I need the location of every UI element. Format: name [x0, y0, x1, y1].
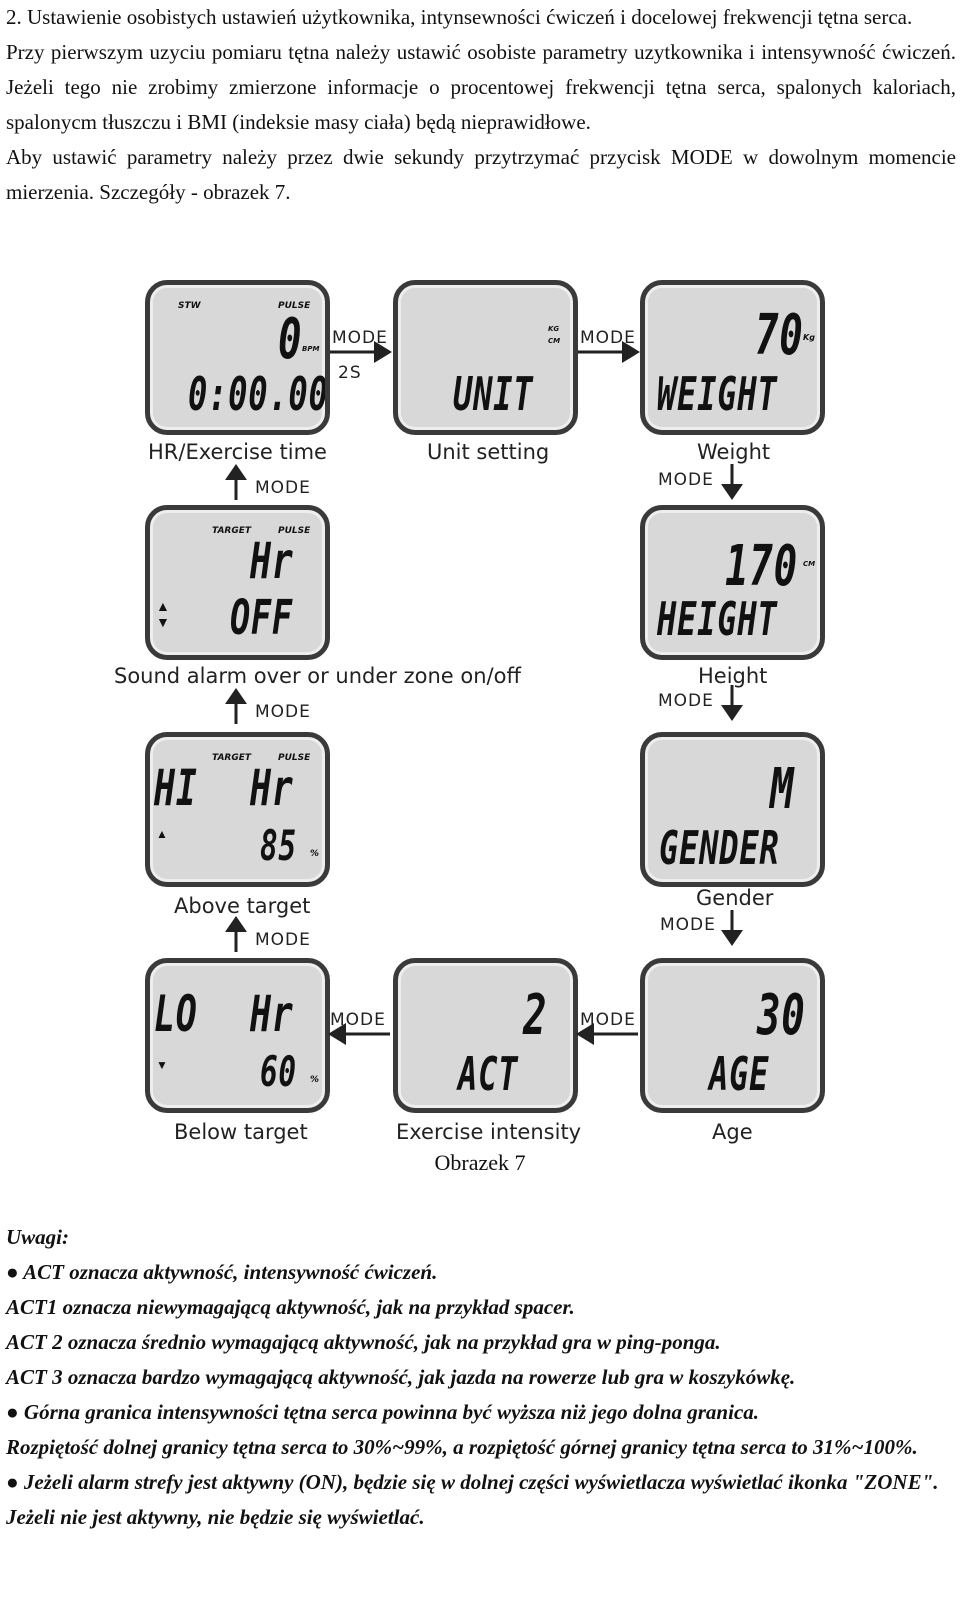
arrow-right-icon — [330, 341, 392, 363]
intro-paragraph-1: 2. Ustawienie osobistych ustawień użytko… — [6, 5, 913, 29]
arrow-down-icon — [721, 685, 743, 721]
lo-text: LO — [154, 985, 198, 1043]
lcd-screen-gender: M GENDER — [640, 732, 825, 887]
mode-label: MODE — [658, 691, 714, 711]
gender-text: GENDER — [659, 821, 780, 875]
intro-text: 2. Ustawienie osobistych ustawień użytko… — [6, 0, 956, 210]
lcd-screen-age: 30 AGE — [640, 958, 825, 1113]
weight-value: 70 — [755, 303, 804, 368]
intro-paragraph-3: Aby ustawić parametry należy przez dwie … — [6, 145, 956, 204]
weight-text: WEIGHT — [657, 367, 778, 421]
cm-label: CM — [548, 337, 561, 345]
note-item: ● Górna granica intensywności tętna serc… — [6, 1400, 760, 1424]
pulse-label: PULSE — [278, 753, 311, 763]
note-item: ACT 3 oznacza bardzo wymagającą aktywnoś… — [6, 1365, 796, 1389]
age-value: 30 — [757, 983, 806, 1048]
height-unit: CM — [803, 560, 816, 568]
above-value: 85 — [260, 821, 297, 870]
arrow-right-icon — [578, 341, 640, 363]
above-hr-text: Hr — [250, 759, 294, 817]
mode-label: MODE — [255, 702, 311, 722]
age-text: AGE — [709, 1047, 770, 1101]
lcd-screen-hr: STW PULSE 0 BPM 0:00.00 — [145, 280, 330, 435]
lcd-screen-act: 2 ACT — [393, 958, 578, 1113]
lcd-screen-height: 170 CM HEIGHT — [640, 505, 825, 660]
up-icon: ▲ — [156, 827, 168, 841]
arrow-up-icon — [225, 464, 247, 500]
kg-label: KG — [548, 325, 560, 333]
unit-setting-label: Unit setting — [427, 440, 550, 464]
below-target-label: Below target — [174, 1120, 308, 1144]
hr-exercise-time-label: HR/Exercise time — [148, 440, 327, 464]
arrow-left-icon — [328, 1023, 390, 1045]
height-value: 170 — [725, 534, 798, 599]
exercise-intensity-label: Exercise intensity — [396, 1120, 582, 1144]
notes-section: Uwagi: ● ACT oznacza aktywność, intensyw… — [6, 1220, 956, 1535]
note-item: ACT 2 oznacza średnio wymagającą aktywno… — [6, 1330, 721, 1354]
note-item: ● ACT oznacza aktywność, intensywność ćw… — [6, 1260, 438, 1284]
hi-text: HI — [154, 759, 198, 817]
up-down-icon: ▲▼ — [156, 600, 170, 631]
mode-label: MODE — [255, 478, 311, 498]
weight-label: Weight — [697, 440, 771, 464]
figure-caption: Obrazek 7 — [434, 1150, 526, 1175]
pulse-label: PULSE — [278, 301, 311, 311]
arrow-up-icon — [225, 916, 247, 952]
lcd-screen-above-target: TARGET PULSE HI Hr 85 % ▲ — [145, 732, 330, 887]
lcd-screen-unit: KG CM UNIT — [393, 280, 578, 435]
below-hr-text: Hr — [250, 985, 294, 1043]
exercise-time-value: 0:00.00 — [188, 367, 329, 421]
lcd-screen-alarm: TARGET PULSE Hr OFF ▲▼ — [145, 505, 330, 660]
target-label: TARGET — [212, 526, 252, 536]
arrow-down-icon — [721, 910, 743, 946]
note-item: Rozpiętość dolnej granicy tętna serca to… — [6, 1435, 918, 1459]
unit-value: UNIT — [453, 367, 534, 421]
act-value: 2 — [523, 983, 548, 1048]
intro-paragraph-2: Przy pierwszym uzyciu pomiaru tętna nale… — [6, 40, 956, 134]
mode-label: MODE — [658, 470, 714, 490]
weight-unit: Kg — [803, 333, 815, 342]
mode-label: MODE — [660, 915, 716, 935]
notes-title: Uwagi: — [6, 1225, 69, 1249]
age-label: Age — [712, 1120, 753, 1144]
below-value: 60 — [260, 1047, 297, 1096]
note-item: ● Jeżeli alarm strefy jest aktywny (ON),… — [6, 1470, 939, 1529]
bpm-label: BPM — [302, 345, 320, 353]
arrow-down-icon — [721, 464, 743, 500]
arrow-left-icon — [576, 1023, 638, 1045]
percent-sign: % — [310, 849, 320, 859]
mode-label: MODE — [332, 328, 388, 348]
arrow-up-icon — [225, 688, 247, 724]
mode-label: MODE — [255, 930, 311, 950]
hr-value: 0 — [278, 307, 303, 372]
note-item: ACT1 oznacza niewymagającą aktywność, ja… — [6, 1295, 575, 1319]
height-text: HEIGHT — [657, 592, 778, 646]
lcd-screen-weight: 70 Kg WEIGHT — [640, 280, 825, 435]
sound-alarm-label: Sound alarm over or under zone on/off — [114, 664, 521, 688]
mode-label: MODE — [580, 328, 636, 348]
percent-sign: % — [310, 1075, 320, 1085]
target-label: TARGET — [212, 753, 252, 763]
above-target-label: Above target — [174, 894, 311, 918]
lcd-screen-below-target: LO Hr 60 % ▼ — [145, 958, 330, 1113]
stw-label: STW — [178, 301, 201, 311]
alarm-state: OFF — [230, 590, 293, 646]
settings-diagram: STW PULSE 0 BPM 0:00.00 HR/Exercise time… — [0, 270, 960, 1170]
act-text: ACT — [458, 1047, 519, 1101]
pulse-label: PULSE — [278, 526, 311, 536]
gender-value: M — [770, 757, 795, 822]
gender-label: Gender — [696, 886, 774, 910]
two-seconds-label: 2S — [338, 363, 362, 383]
height-label: Height — [698, 664, 768, 688]
alarm-hr-text: Hr — [250, 532, 294, 590]
down-icon: ▼ — [156, 1058, 168, 1072]
